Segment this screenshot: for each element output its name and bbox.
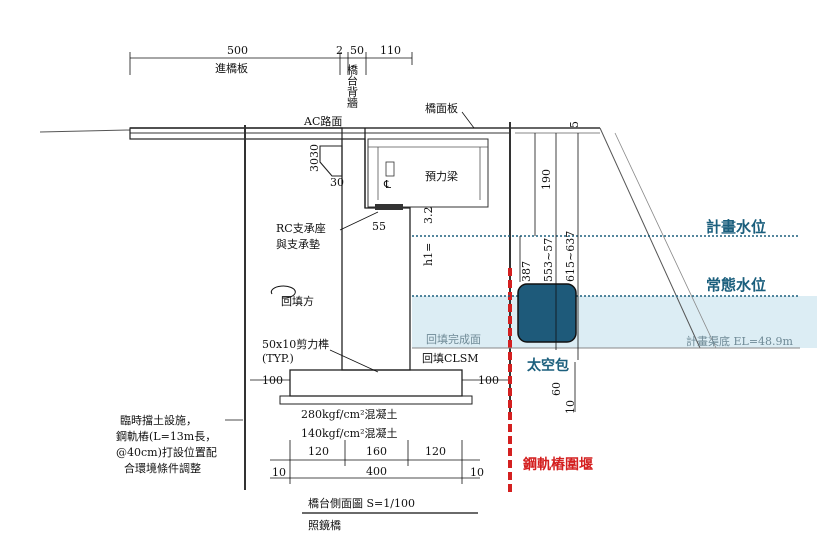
leader-deck: [461, 111, 475, 129]
backfill-dir-label: 回填方: [281, 294, 314, 308]
dim-120-b: 120: [425, 445, 446, 458]
dim-387: 387: [520, 261, 533, 282]
dim-5: 5: [568, 121, 581, 128]
ground-line-left: [39, 129, 131, 133]
dim-160: 160: [366, 445, 387, 458]
drawing-subtitle: 照鏡橋: [308, 518, 341, 532]
sheet-pile-label: 鋼軌樁圍堰: [522, 456, 593, 473]
footing: [289, 369, 463, 397]
temp-wall-label-3: @40cm)打設位置配: [116, 445, 217, 459]
ac-pavement-label: AC路面: [303, 115, 342, 128]
temp-wall-label-4: 合環境條件調整: [124, 461, 201, 475]
dim-190: 190: [540, 169, 553, 190]
dim-30: 30: [330, 176, 344, 189]
dim-120-a: 120: [308, 445, 329, 458]
typ-label: (TYP.): [262, 352, 294, 365]
deck-slab-label: 橋面板: [425, 101, 458, 115]
embankment-slope-2: [614, 132, 717, 349]
dim-100-left: 100: [262, 374, 283, 387]
lean-concrete: [279, 395, 473, 405]
beam-opening: [385, 161, 395, 177]
dim-100-right: 100: [478, 374, 499, 387]
dim-500: 500: [227, 44, 248, 57]
concrete-280-label: 280kgf/cm²混凝土: [301, 407, 397, 421]
prestressed-beam-label: 預力梁: [425, 169, 458, 183]
dim-2: 2: [336, 44, 343, 57]
dim-400: 400: [366, 465, 387, 478]
dim-615: 615~637: [564, 231, 577, 282]
dim-3-2: 3.2: [422, 207, 435, 225]
channel-bottom-label: 計畫渠底 EL=48.9m: [686, 334, 794, 348]
dim-60: 60: [550, 382, 563, 396]
sandbag-block: [517, 283, 577, 343]
dim-10-right: 10: [564, 400, 577, 414]
dim-10-b: 10: [470, 466, 484, 479]
temp-wall-label-1: 臨時擋土設施，: [120, 413, 197, 427]
sandbag-label: 太空包: [527, 357, 569, 374]
normal-water-label: 常態水位: [706, 276, 766, 294]
leader-bearing: [339, 211, 379, 231]
water-band: [412, 296, 817, 348]
dim-110: 110: [380, 44, 401, 57]
water-band-upper: [412, 236, 512, 296]
centerline-label: ℄: [383, 178, 391, 191]
backfill-done-label: 回填完成面: [426, 332, 481, 346]
dim-10-a: 10: [272, 466, 286, 479]
dim-50: 50: [350, 44, 364, 57]
bearing-block: [375, 204, 403, 210]
dim-55: 55: [372, 220, 386, 233]
backfill-clsm-label: 回填CLSM: [422, 351, 479, 365]
dim-553: 553~57: [542, 238, 555, 282]
temp-wall-label-2: 鋼軌樁(L=13m長，: [116, 429, 216, 443]
approach-slab: [129, 127, 343, 140]
backwall-label: 橋台背牆: [346, 63, 359, 109]
approach-slab-label: 進橋板: [215, 61, 248, 75]
embankment-slope: [599, 127, 701, 349]
dim-3030: 3030: [308, 144, 321, 172]
h1-label: h1=: [422, 243, 435, 266]
backfill-arrow-icon: [270, 285, 296, 299]
shear-key-label: 50x10剪力榫: [262, 337, 329, 351]
abutment-corbel: [319, 145, 343, 177]
bearing-pad-label: 與支承墊: [276, 237, 320, 251]
planned-water-label: 計畫水位: [706, 218, 766, 236]
prestressed-beam-box: [367, 138, 489, 208]
bearing-label: RC支承座: [276, 221, 326, 235]
abutment-body: [341, 138, 411, 371]
concrete-140-label: 140kgf/cm²混凝土: [301, 426, 397, 440]
drawing-title: 橋台側面圖 S=1/100: [308, 496, 415, 510]
leader-shear-key: [329, 349, 379, 373]
